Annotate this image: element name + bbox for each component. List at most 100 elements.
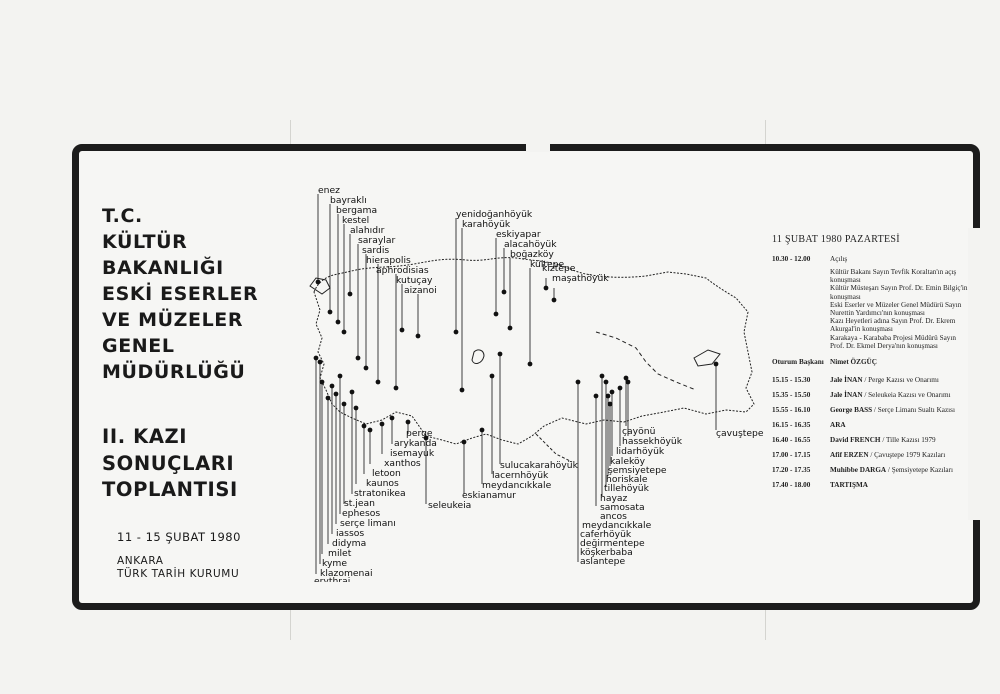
site-label: ephesos xyxy=(342,508,380,519)
session-time: 10.30 - 12.00 xyxy=(772,255,811,263)
session-time: 15.55 - 16.10 xyxy=(772,406,811,415)
site-label: erythrai xyxy=(314,576,350,582)
program-day: 11 ŞUBAT 1980 PAZARTESİ xyxy=(772,234,900,245)
program-schedule: 11 ŞUBAT 1980 PAZARTESİ 10.30 - 12.00 Aç… xyxy=(772,234,972,496)
frame-gap-right xyxy=(968,228,984,520)
title-line-5: VE MÜZELER xyxy=(102,309,244,331)
site-label: perge xyxy=(406,428,433,439)
subtitle-line-1: II. KAZI xyxy=(102,425,188,448)
opening-detail-line: Nurettin Yardımcı'nın konuşması xyxy=(830,309,925,318)
title-line-3: BAKANLIĞI xyxy=(102,257,224,279)
turkey-outline xyxy=(309,257,755,463)
session-time: 15.35 - 15.50 xyxy=(772,391,811,400)
site-label: meydancıkkale xyxy=(482,480,552,491)
session-time: 16.15 - 16.35 xyxy=(772,421,811,430)
site-label: st.jean xyxy=(344,498,375,509)
session-speaker: George BASS xyxy=(830,406,873,415)
title-line-1: T.C. xyxy=(102,205,143,227)
chair-name: Nimet ÖZGÜÇ xyxy=(830,358,877,367)
site-label: boğazköy xyxy=(510,249,554,260)
session-speaker: Afif ERZEN xyxy=(830,451,869,460)
site-label: eskiyapar xyxy=(496,229,541,240)
site-markers-east xyxy=(575,361,719,562)
session-topic: / Çavuştepe 1979 Kazıları xyxy=(868,451,946,460)
title-line-7: MÜDÜRLÜĞÜ xyxy=(102,361,246,383)
site-label: hayaz xyxy=(600,493,628,504)
session-speaker: Muhibbe DARGA xyxy=(830,466,887,475)
site-label: hierapolis xyxy=(366,255,411,266)
session-time: 17.00 - 17.15 xyxy=(772,451,811,460)
session-speaker: David FRENCH xyxy=(830,436,881,445)
site-label: sardis xyxy=(362,245,389,256)
site-label: kyme xyxy=(322,558,347,569)
site-label: tillehöyük xyxy=(604,483,650,494)
site-label: horiskale xyxy=(606,474,648,485)
session-row: 17.40 - 18.00 TARTIŞMA xyxy=(772,481,972,489)
site-label: çavuştepe xyxy=(716,428,764,439)
program-row-chair: Oturum Başkanı Nimet ÖZGÜÇ xyxy=(772,358,972,366)
session-time: 15.15 - 15.30 xyxy=(772,376,811,385)
session-title: Açılış xyxy=(830,255,848,263)
opening-detail-line: Kazı Heyetleri adına Sayın Prof. Dr. Ekr… xyxy=(830,317,956,326)
publisher-city: ANKARA xyxy=(117,555,164,567)
title-line-4: ESKİ ESERLER xyxy=(102,283,259,305)
site-label: saraylar xyxy=(358,235,395,246)
frame-gap-top xyxy=(526,143,550,152)
site-label: meydancıkkale xyxy=(582,520,652,531)
site-label: kestel xyxy=(342,215,369,226)
site-label: kıztepe xyxy=(542,263,576,274)
site-label: caferhöyük xyxy=(580,529,632,540)
session-speaker: TARTIŞMA xyxy=(830,481,868,490)
site-label: didyma xyxy=(332,538,366,549)
chair-label: Oturum Başkanı xyxy=(772,358,824,367)
site-label: yenidoğanhöyük xyxy=(456,209,533,220)
site-label: arykanda xyxy=(394,438,437,449)
session-row: 16.15 - 16.35 ARA xyxy=(772,421,972,429)
site-label: alacahöyük xyxy=(504,239,557,250)
issuer-title: T.C. KÜLTÜR BAKANLIĞI ESKİ ESERLER VE MÜ… xyxy=(102,203,258,385)
site-label: kutuçay xyxy=(396,275,433,286)
site-label: çayönü xyxy=(622,426,655,437)
site-label: isemayuk xyxy=(390,448,435,459)
opening-detail-line: Eski Eserler ve Müzeler Genel Müdürü Say… xyxy=(830,300,962,309)
site-labels-west: enez bayraklı bergama kestel alahıdır sa… xyxy=(318,185,437,296)
site-label: enez xyxy=(318,185,340,196)
site-label: lidarhöyük xyxy=(616,446,665,457)
session-speaker: Jale İNAN xyxy=(830,376,863,385)
publisher-name: TÜRK TARİH KURUMU xyxy=(117,568,240,580)
site-label: xanthos xyxy=(384,458,421,469)
session-row: 15.15 - 15.30 Jale İNAN / Perge Kazısı v… xyxy=(772,376,972,384)
session-row: 15.35 - 15.50 Jale İNAN / Seleukeia Kazı… xyxy=(772,391,972,399)
site-label: maşathöyük xyxy=(552,273,609,284)
site-label: sulucakarahöyük xyxy=(500,460,579,471)
session-row: 17.00 - 17.15 Afif ERZEN / Çavuştepe 197… xyxy=(772,451,972,459)
site-label: şemsiyetepe xyxy=(608,465,667,476)
session-row: 16.40 - 16.55 David FRENCH / Tille Kazıs… xyxy=(772,436,972,444)
site-label: milet xyxy=(328,548,352,559)
site-label: ancos xyxy=(600,511,627,522)
session-speaker: ARA xyxy=(830,421,846,430)
title-line-6: GENEL xyxy=(102,335,175,357)
site-label: köşkerbaba xyxy=(580,547,633,558)
site-label: kültepe xyxy=(530,259,564,270)
site-labels-south: perge arykanda isemayuk xanthos letoon k… xyxy=(314,428,579,582)
session-topic: / Şemsiyetepe Kazıları xyxy=(886,466,953,475)
publisher: ANKARA TÜRK TARİH KURUMU xyxy=(117,555,239,581)
site-label: alahıdır xyxy=(350,225,385,236)
site-label: kaunos xyxy=(366,478,399,489)
session-time: 17.20 - 17.35 xyxy=(772,466,811,475)
subtitle-line-3: TOPLANTISI xyxy=(102,478,238,501)
meeting-title: II. KAZI SONUÇLARI TOPLANTISI xyxy=(102,424,238,504)
site-label: iassos xyxy=(336,528,364,539)
site-label: aslantepe xyxy=(580,556,626,567)
excavation-map: enez bayraklı bergama kestel alahıdır sa… xyxy=(309,185,764,582)
site-label: hassekhöyük xyxy=(622,436,683,447)
session-topic: / Perge Kazısı ve Onarımı xyxy=(862,376,939,385)
session-topic: / Serçe Limanı Sualtı Kazısı xyxy=(872,406,955,415)
site-label: bayraklı xyxy=(330,195,367,206)
meeting-dates: 11 - 15 ŞUBAT 1980 xyxy=(117,530,241,544)
site-labels-north: yenidoğanhöyük karahöyük eskiyapar alaca… xyxy=(456,209,609,284)
site-label: stratonikea xyxy=(354,488,406,499)
site-label: seleukeia xyxy=(428,500,471,511)
subtitle-line-2: SONUÇLARI xyxy=(102,451,235,475)
